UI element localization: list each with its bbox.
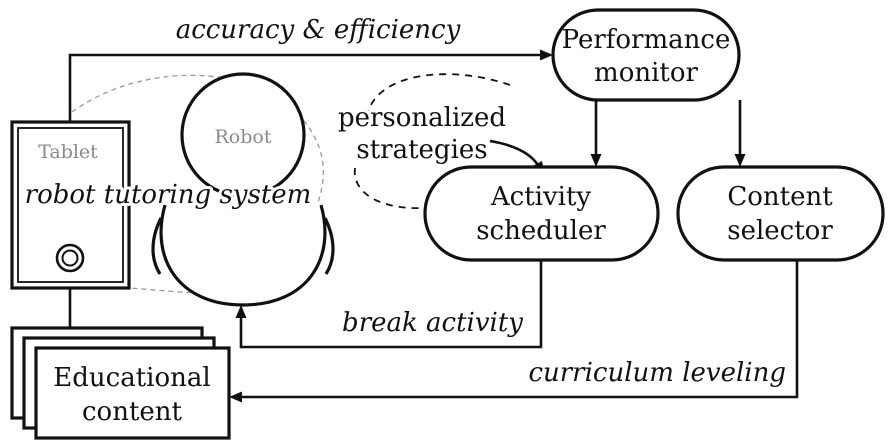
arrowhead-educational-content (229, 391, 242, 403)
content-selector-line1: Content (727, 182, 833, 212)
content-selector-line2: selector (727, 216, 833, 246)
tablet-figure: Tablet (10, 120, 131, 290)
edge-break-activity (239, 260, 543, 349)
personalized-label-line2: strategies (356, 135, 487, 165)
robot-label: Robot (215, 126, 272, 148)
robot-tutoring-system-label: robot tutoring system (25, 180, 312, 210)
educational-content-stack: Educational content (10, 326, 231, 440)
activity-scheduler-line1: Activity (490, 182, 592, 212)
performance-monitor-node: Performance monitor (551, 8, 741, 102)
activity-scheduler-line2: scheduler (476, 216, 606, 246)
personalized-label-line1: personalized (338, 103, 506, 133)
educational-content-line2: content (82, 397, 183, 427)
tablet-label: Tablet (38, 141, 98, 163)
accuracy-efficiency-label: accuracy & efficiency (176, 15, 461, 45)
activity-scheduler-node: Activity scheduler (423, 165, 660, 262)
break-activity-label: break activity (342, 308, 523, 338)
curriculum-leveling-label: curriculum leveling (528, 358, 786, 388)
personalized-strategies-arrow (489, 139, 540, 166)
tablet-home-button (55, 243, 85, 273)
edge-curriculum-leveling (242, 260, 799, 399)
performance-monitor-line2: monitor (594, 58, 698, 88)
arrowhead-activity-scheduler (590, 154, 602, 167)
content-selector-node: Content selector (676, 165, 885, 262)
arrowhead-content-selector (734, 154, 746, 167)
personalized-strategies-loop (353, 73, 511, 209)
arrowhead-robot (235, 305, 247, 318)
arrowhead-performance-monitor (540, 49, 553, 61)
robot-figure: Robot (151, 72, 335, 307)
edge-accuracy-efficiency (68, 53, 540, 122)
educational-content-line1: Educational (53, 363, 210, 393)
performance-monitor-line1: Performance (562, 25, 731, 55)
